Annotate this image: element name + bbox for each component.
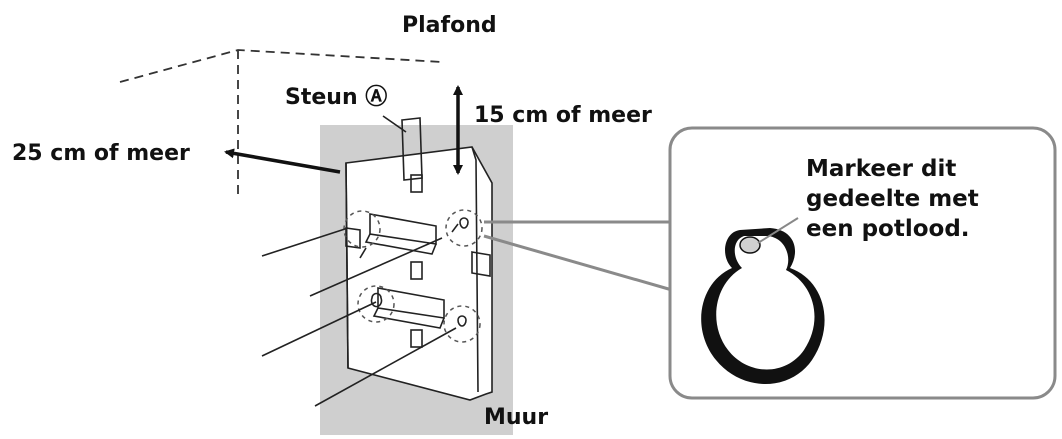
- callout-text-line1: Markeer dit: [806, 156, 956, 182]
- leader-lines: [261, 227, 457, 407]
- keyhole-icon: [701, 217, 825, 384]
- callout-connector: [483, 220, 673, 292]
- wall-label: Muur: [484, 405, 548, 430]
- mounting-bracket-plate: [345, 117, 493, 401]
- ceiling-label: Plafond: [402, 13, 497, 38]
- bracket-label: Steun Ⓐ: [285, 84, 387, 110]
- callout-text-line2: gedeelte met: [806, 186, 979, 212]
- side-clearance-label: 25 cm of meer: [12, 141, 190, 166]
- ceiling-outline: [119, 49, 443, 198]
- callout-text-line3: een potlood.: [806, 216, 970, 242]
- top-clearance-label: 15 cm of meer: [474, 103, 652, 128]
- side-clearance-arrow: [224, 148, 341, 174]
